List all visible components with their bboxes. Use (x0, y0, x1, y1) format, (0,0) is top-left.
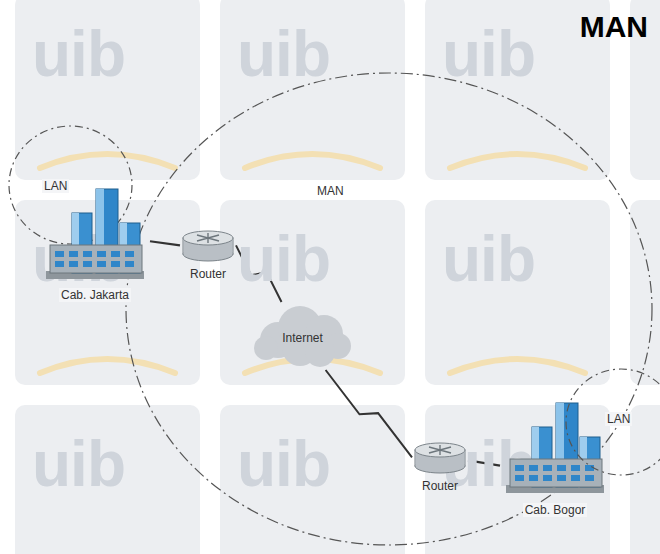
wireless-link (326, 370, 412, 457)
building-window (111, 261, 120, 267)
cloud-puff (254, 336, 278, 360)
region-label: MAN (317, 184, 344, 198)
router-label: Router (422, 479, 458, 493)
watermark-tile (220, 0, 405, 180)
watermark-text: uib (32, 432, 125, 496)
building-window (515, 475, 524, 481)
building-window (97, 251, 106, 257)
swoosh (245, 154, 380, 168)
diagram-title: MAN (580, 10, 648, 44)
cable-link (150, 241, 180, 245)
building-window (571, 465, 580, 471)
building-window (83, 251, 92, 257)
internet-cloud: Internet (250, 302, 355, 370)
watermark-tile (425, 200, 610, 385)
watermark-tiles (15, 0, 660, 554)
watermark-tile (630, 405, 660, 554)
building-window (55, 261, 64, 267)
building-window (529, 465, 538, 471)
building-window (125, 261, 134, 267)
swoosh (40, 359, 175, 373)
watermark-tile (220, 200, 405, 385)
building-window (543, 475, 552, 481)
branch-building: Cab. Jakarta (40, 185, 150, 310)
swoosh (450, 359, 585, 373)
building-window (83, 261, 92, 267)
branch-building: Cab. Bogor (500, 398, 610, 528)
router-icon: Router (180, 228, 236, 286)
building-window (557, 475, 566, 481)
router-top (183, 231, 233, 245)
building-window (69, 251, 78, 257)
cloud-label: Internet (282, 331, 323, 345)
swoosh (40, 154, 175, 168)
lan-label: LAN (42, 179, 69, 193)
building-window (571, 475, 580, 481)
watermark-text: uib (237, 227, 330, 291)
watermark-tile (630, 200, 660, 385)
watermark-text: uib (442, 227, 535, 291)
router-top (415, 443, 465, 457)
building-window (111, 251, 120, 257)
building-window (585, 475, 594, 481)
building-block (50, 245, 142, 273)
building-window (515, 465, 524, 471)
branch-label: Cab. Jakarta (59, 288, 131, 302)
router-icon: Router (412, 440, 468, 498)
watermark-tile (15, 405, 200, 554)
node-outline (40, 185, 150, 285)
node-outline (500, 398, 610, 500)
lan-label: LAN (605, 412, 632, 426)
watermark-text: uib (442, 22, 535, 86)
lan-circle: LAN (565, 368, 660, 476)
building-block (510, 459, 602, 487)
building-window (543, 465, 552, 471)
lan-outline (566, 369, 660, 475)
router-label: Router (190, 267, 226, 281)
building-window (529, 475, 538, 481)
building-window (69, 261, 78, 267)
watermark-text: uib (237, 432, 330, 496)
router-arrows (429, 445, 451, 455)
watermark-text: uib (237, 22, 330, 86)
watermark-swooshes (40, 154, 585, 373)
router-arrows (197, 233, 219, 243)
cloud-shape (254, 306, 351, 367)
building-window (97, 261, 106, 267)
swoosh (450, 154, 585, 168)
watermark-text: uib (32, 22, 125, 86)
building-window (55, 251, 64, 257)
node-outline (412, 440, 468, 476)
building-window (125, 251, 134, 257)
watermark-tile (15, 0, 200, 180)
branch-label: Cab. Bogor (523, 503, 588, 517)
man-ellipse (126, 73, 652, 545)
node-outline (180, 228, 236, 264)
watermark-tile (220, 405, 405, 554)
building-window (557, 465, 566, 471)
